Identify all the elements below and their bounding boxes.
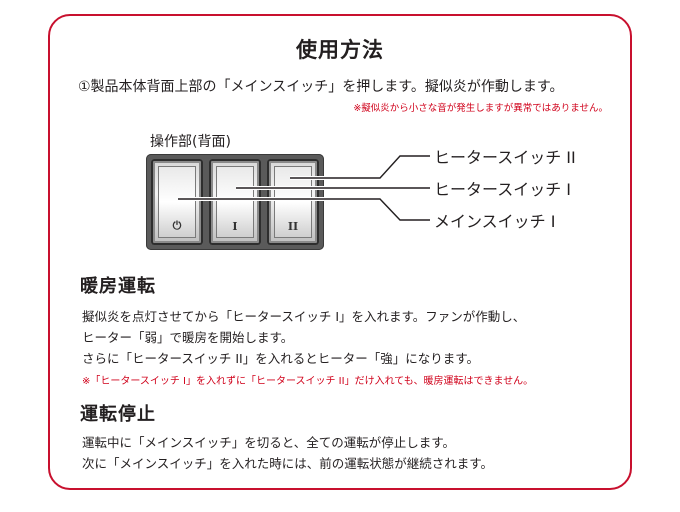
instruction-card: 使用方法 ①製品本体背面上部の「メインスイッチ」を押します。擬似炎が作動します。… [48, 14, 632, 490]
heating-note: ※「ヒータースイッチ I」を入れずに「ヒータースイッチ II」だけ入れても、暖房… [82, 376, 534, 387]
heating-line-3: さらに「ヒータースイッチ II」を入れるとヒーター「強」になります。 [82, 351, 479, 366]
step-1-note: ※擬似炎から小さな音が発生しますが異常ではありません。 [353, 103, 608, 114]
switch-2-mark: II [287, 220, 299, 233]
power-icon: ⏻ [172, 219, 182, 232]
stop-line-1: 運転中に「メインスイッチ」を切ると、全ての運転が停止します。 [82, 435, 456, 450]
control-panel-illustration: ⏻ I II [146, 154, 324, 250]
switch-1-mark: I [232, 220, 238, 233]
step-1-text: ①製品本体背面上部の「メインスイッチ」を押します。擬似炎が作動します。 [78, 79, 564, 95]
switch-face [216, 166, 254, 238]
callout-leader-lines [178, 154, 430, 222]
heating-line-2: ヒーター「弱」で暖房を開始します。 [82, 330, 294, 345]
heating-line-1: 擬似炎を点灯させてから「ヒータースイッチ I」を入れます。ファンが作動し、 [82, 309, 526, 324]
callout-heater-switch-1: ヒータースイッチ I [434, 180, 572, 199]
switch-face [158, 166, 196, 238]
stop-heading: 運転停止 [80, 404, 156, 425]
heating-heading: 暖房運転 [80, 276, 156, 297]
heater-switch-1: I [209, 159, 261, 245]
page-title: 使用方法 [296, 38, 384, 62]
panel-label: 操作部(背面) [150, 134, 231, 150]
callout-main-switch: メインスイッチ I [434, 212, 556, 231]
stop-line-2: 次に「メインスイッチ」を入れた時には、前の運転状態が継続されます。 [82, 456, 494, 471]
main-switch: ⏻ [151, 159, 203, 245]
callout-heater-switch-2: ヒータースイッチ II [434, 148, 576, 167]
